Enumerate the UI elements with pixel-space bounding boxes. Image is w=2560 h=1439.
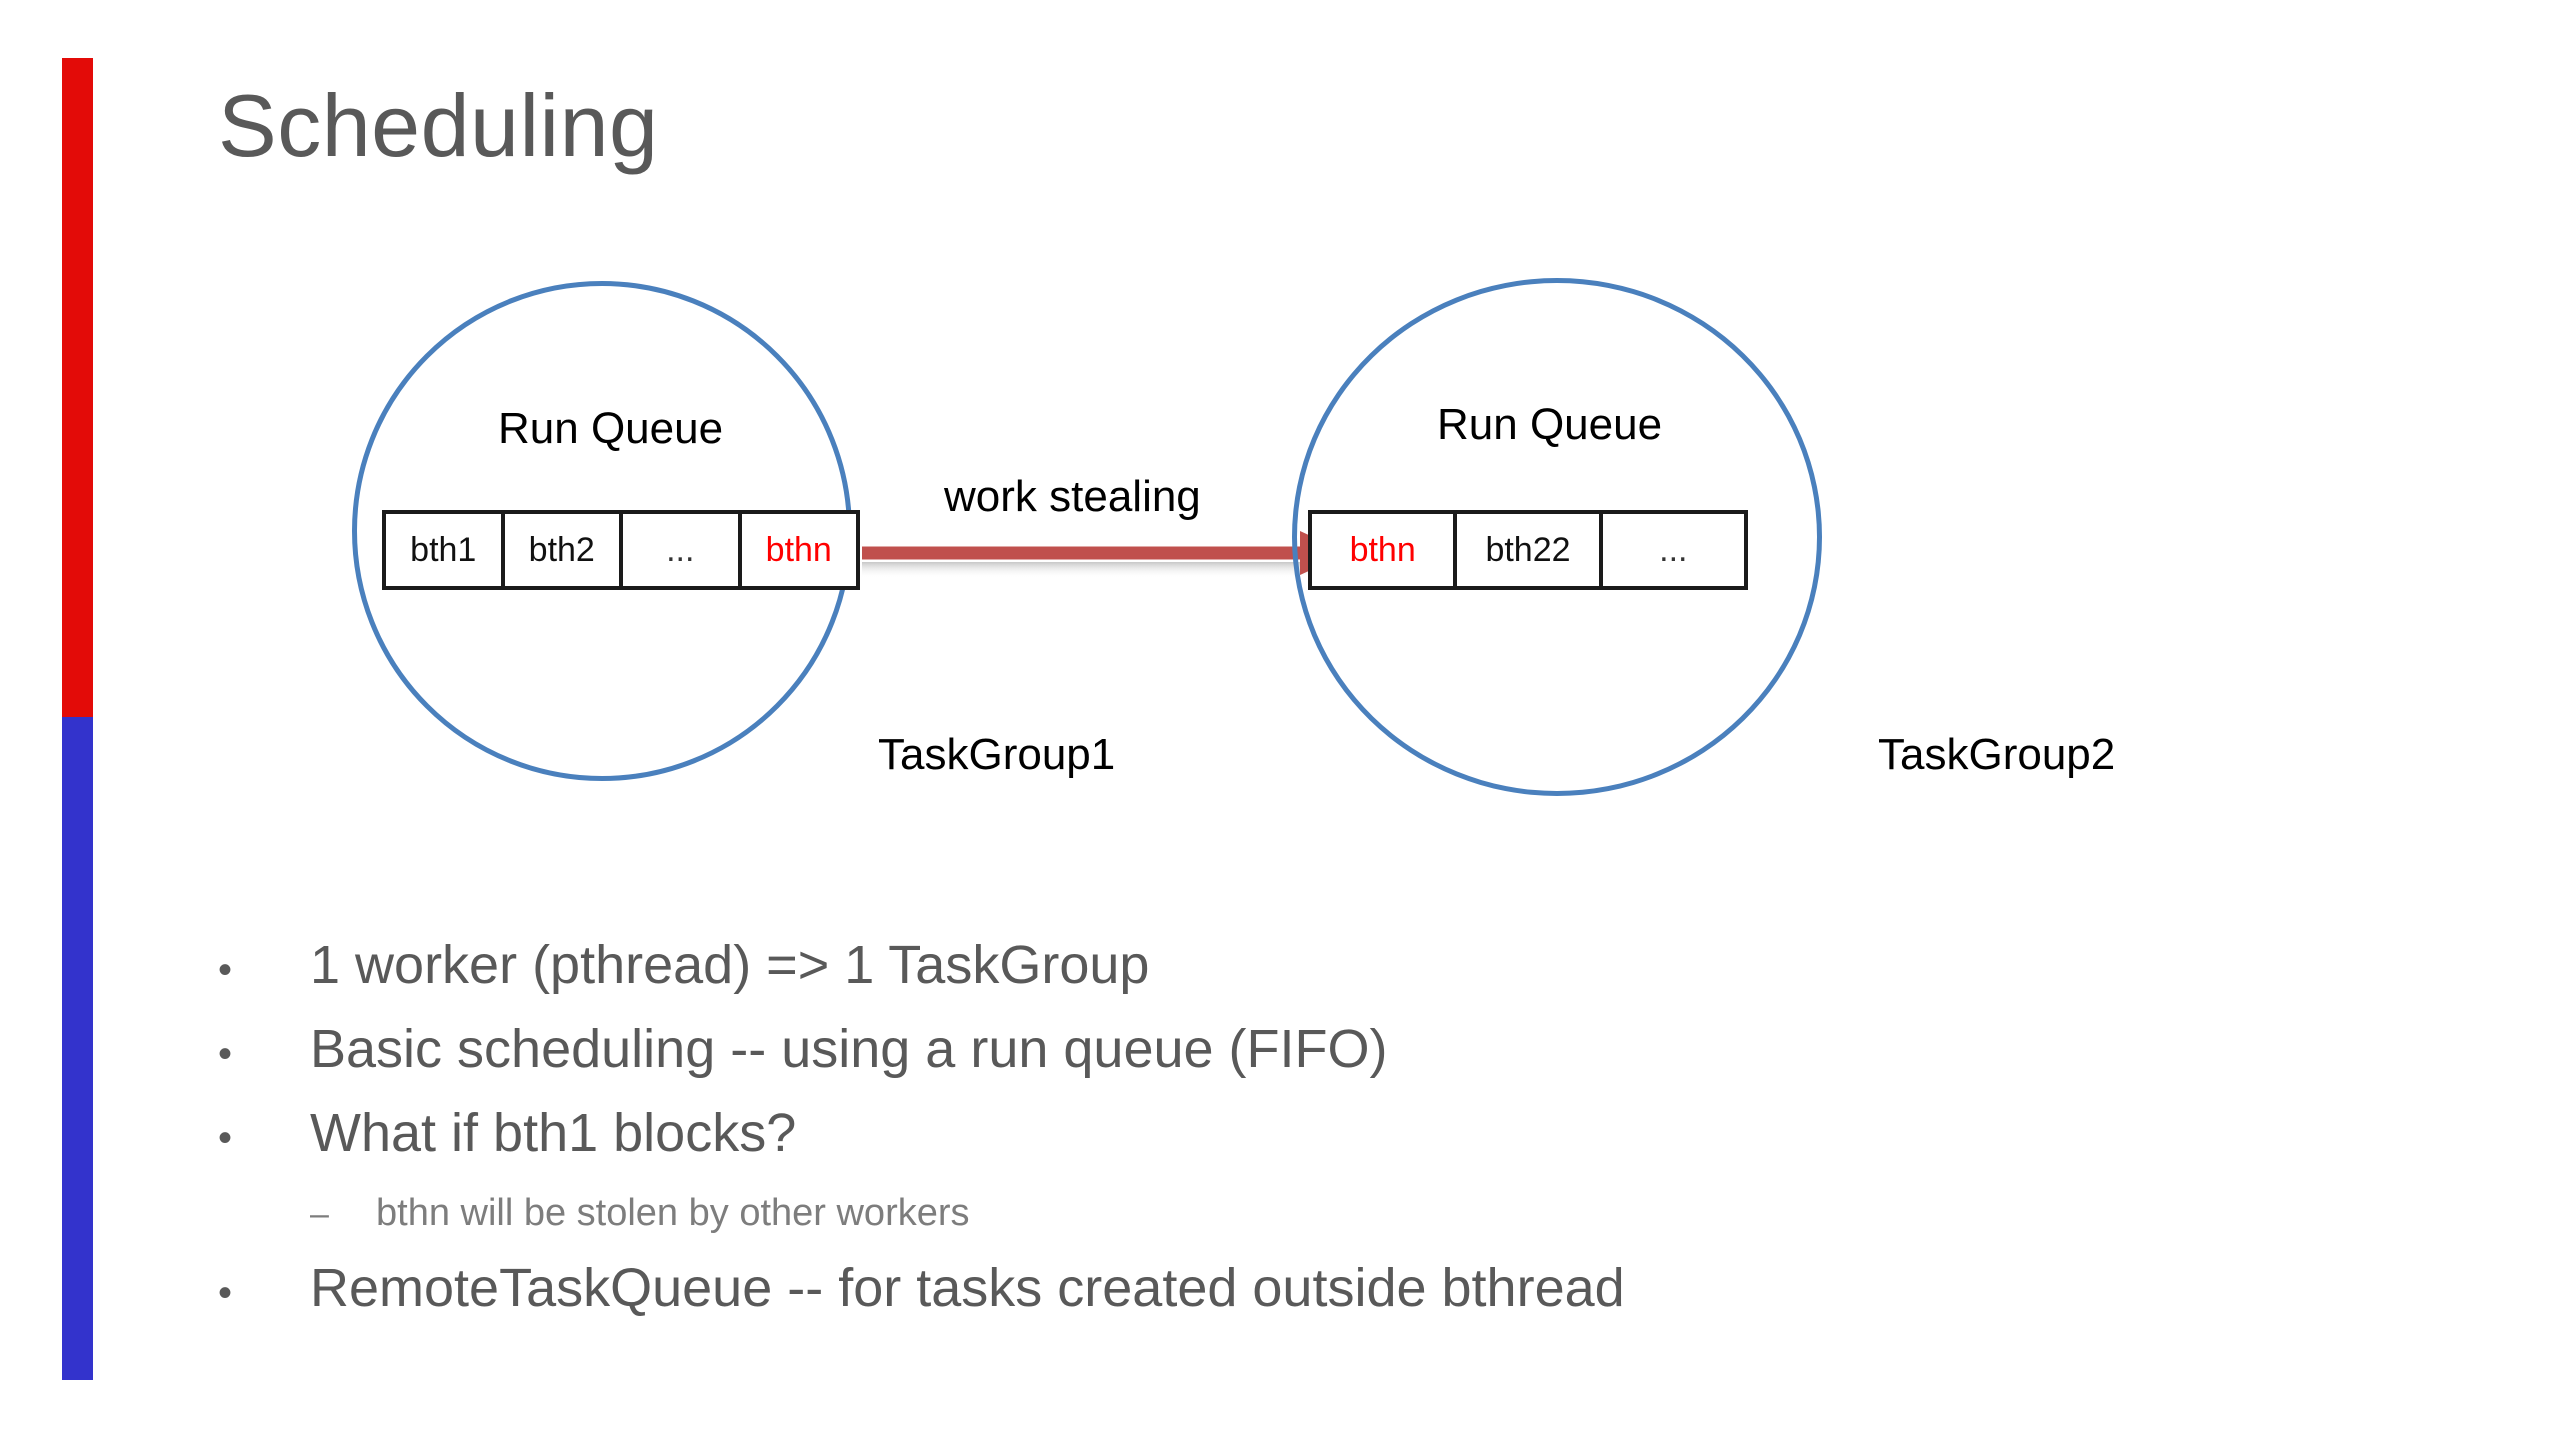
list-item-text: What if bth1 blocks? — [310, 1103, 797, 1163]
list-item: • What if bth1 blocks? — [218, 1094, 2318, 1178]
accent-bar-red — [62, 58, 93, 717]
bullet-marker-icon: • — [218, 1271, 233, 1315]
list-item-text: 1 worker (pthread) => 1 TaskGroup — [310, 935, 1150, 995]
list-item: • Basic scheduling -- using a run queue … — [218, 1010, 2318, 1094]
page-title: Scheduling — [218, 76, 659, 175]
run-queue-label-left: Run Queue — [498, 404, 724, 453]
run-queue-table-right: bthn bth22 ... — [1308, 510, 1748, 590]
run-queue-label-right: Run Queue — [1437, 400, 1663, 449]
queue-cell: bth1 — [386, 514, 505, 586]
bullet-list: • 1 worker (pthread) => 1 TaskGroup • Ba… — [218, 926, 2318, 1333]
queue-cell-highlighted: bthn — [765, 530, 832, 569]
list-item: • 1 worker (pthread) => 1 TaskGroup — [218, 926, 2318, 1010]
bullet-marker-icon: • — [218, 1116, 233, 1160]
queue-cell: bth2 — [505, 514, 623, 586]
taskgroup1-label: TaskGroup1 — [878, 730, 1116, 779]
list-item: • RemoteTaskQueue -- for tasks created o… — [218, 1249, 2318, 1333]
queue-cell-highlighted: bthn — [1312, 514, 1458, 586]
taskgroup2-label: TaskGroup2 — [1878, 730, 2116, 779]
run-queue-table-left: bth1 bth2 ... bthn — [382, 510, 860, 590]
list-item-text: RemoteTaskQueue -- for tasks created out… — [310, 1258, 1625, 1318]
taskgroup2-circle — [1292, 278, 1822, 796]
sub-list-item-text: bthn will be stolen by other workers — [376, 1192, 970, 1234]
dash-marker-icon: – — [310, 1195, 329, 1233]
work-stealing-label: work stealing — [944, 472, 1201, 521]
queue-cell: bth22 — [1457, 514, 1603, 586]
accent-bar-blue — [62, 717, 93, 1380]
sub-list-item: – bthn will be stolen by other workers — [218, 1178, 2318, 1249]
bullet-marker-icon: • — [218, 1032, 233, 1076]
list-item-text: Basic scheduling -- using a run queue (F… — [310, 1019, 1388, 1079]
bullet-marker-icon: • — [218, 948, 233, 992]
queue-cell: ... — [1659, 530, 1688, 569]
queue-cell: ... — [623, 514, 742, 586]
